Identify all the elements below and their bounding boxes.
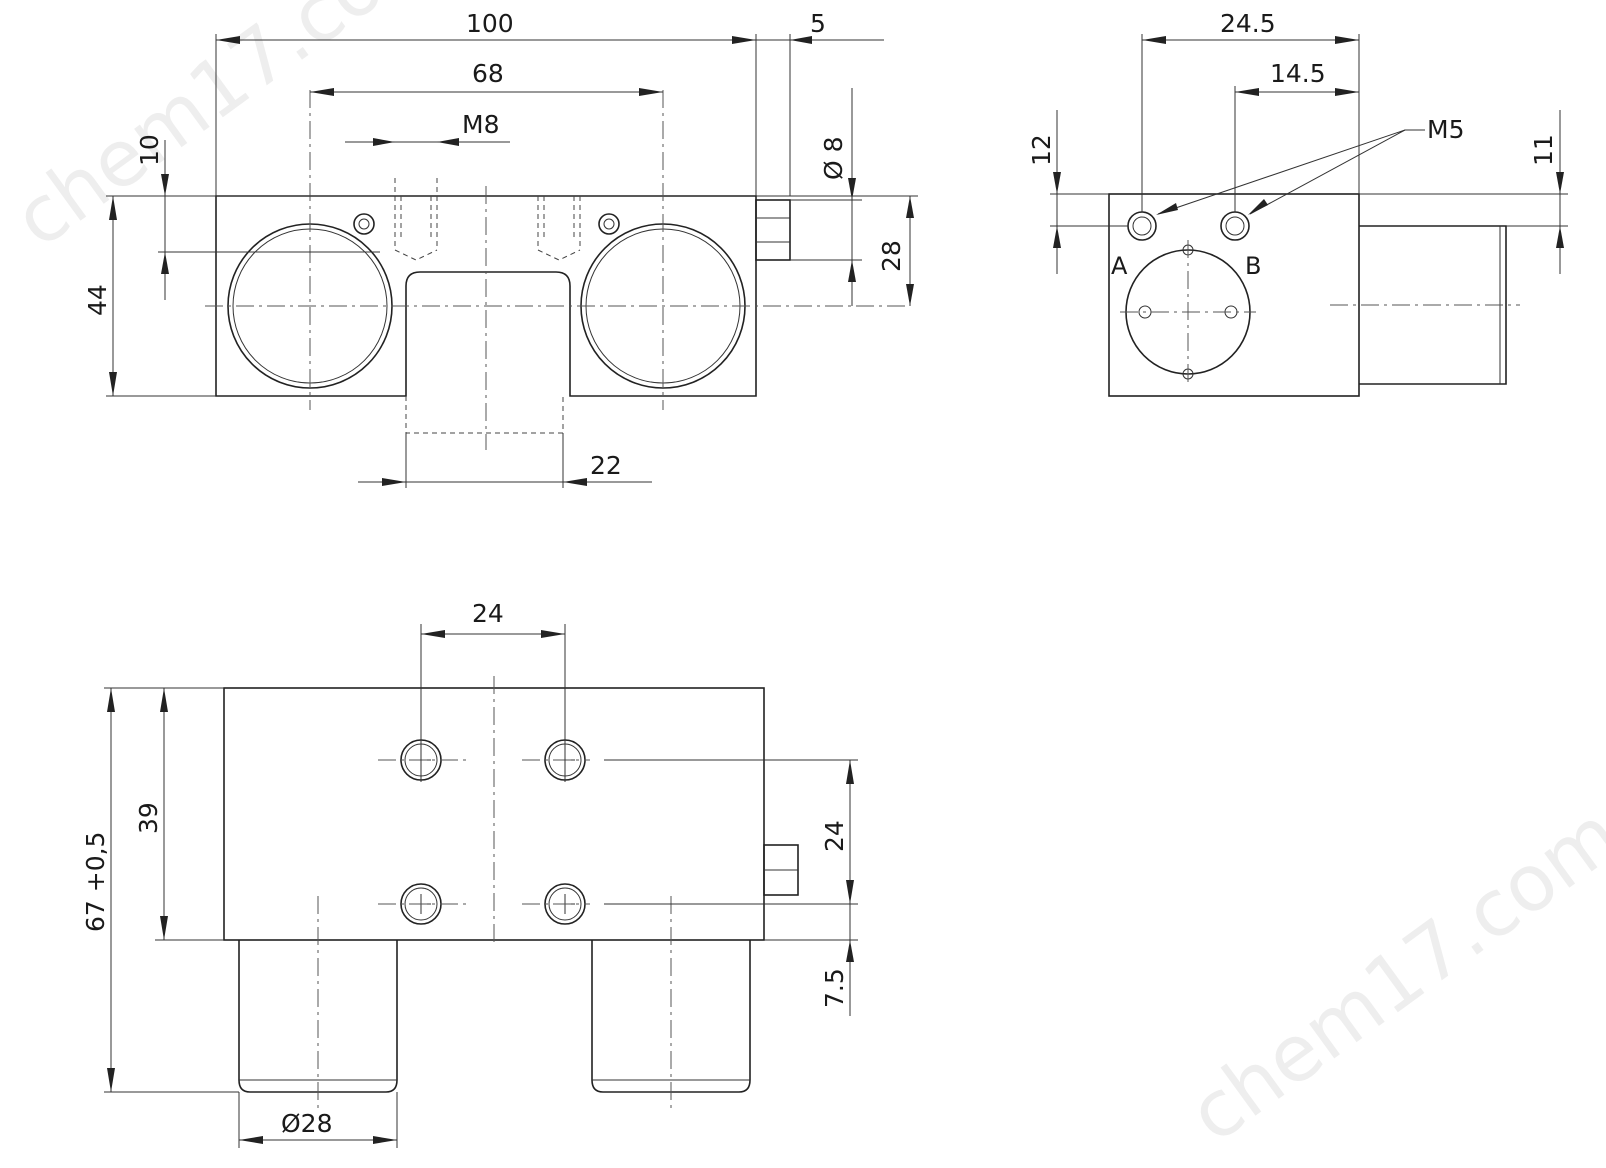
m8-thread-hidden-left	[394, 178, 438, 261]
dim-7-5-label: 7.5	[820, 968, 849, 1008]
dim-10-label: 10	[135, 134, 164, 166]
front-hex-nut	[755, 199, 791, 261]
dim-m8-label: M8	[462, 110, 499, 139]
dim-11-label: 11	[1529, 134, 1558, 166]
side-cylinder-stub	[1359, 225, 1507, 385]
port-a	[1127, 211, 1157, 241]
dim-39-label: 39	[134, 802, 163, 834]
m8-thread-hidden-right	[537, 196, 581, 261]
front-view: 100 68 M8 5 10 44 Ø	[83, 9, 918, 488]
port-b-label: B	[1245, 252, 1261, 280]
bottom-view: 24 39 67 +0,5 24 7.5 Ø28	[81, 599, 858, 1148]
dim-24-h-label: 24	[472, 599, 504, 628]
dim-24-v-label: 24	[820, 820, 849, 852]
dim-28-label: 28	[877, 240, 906, 272]
dim-dia8-label: Ø 8	[819, 136, 848, 180]
side-body-outline	[1108, 193, 1360, 397]
dim-100-label: 100	[466, 9, 514, 38]
watermark-bottom: chem17.com	[1173, 790, 1606, 1161]
dim-dia28-label: Ø28	[281, 1109, 333, 1138]
front-plug-right	[598, 213, 620, 235]
dim-68-label: 68	[472, 59, 504, 88]
front-slot-hidden	[405, 396, 564, 434]
port-a-label: A	[1111, 252, 1128, 280]
port-b	[1220, 211, 1250, 241]
front-body-outline	[215, 195, 757, 397]
dim-24-5-label: 24.5	[1220, 9, 1276, 38]
dim-m5-label: M5	[1427, 115, 1464, 144]
dim-12-label: 12	[1027, 134, 1056, 166]
side-view: A B 24.5 14.5 M5	[1027, 9, 1568, 397]
dim-44-label: 44	[83, 284, 112, 316]
dim-67-label: 67 +0,5	[81, 832, 110, 932]
dim-22-label: 22	[590, 451, 622, 480]
dim-5-label: 5	[810, 9, 826, 38]
front-plug-left	[353, 213, 375, 235]
dim-14-5-label: 14.5	[1270, 59, 1326, 88]
